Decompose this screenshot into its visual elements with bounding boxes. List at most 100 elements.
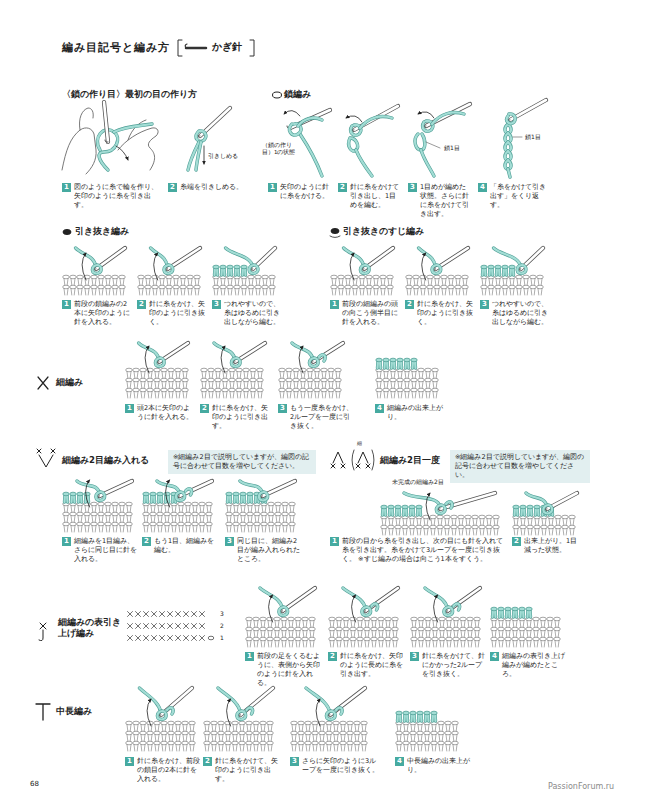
stitch-head	[175, 368, 182, 372]
stitch-leg	[334, 725, 338, 732]
stitch-leg	[428, 279, 432, 286]
stitch-head	[185, 512, 192, 516]
yarn-line	[372, 604, 378, 610]
stitch-leg	[513, 641, 517, 648]
yarn-outline	[517, 265, 526, 273]
stitch-head	[319, 741, 326, 745]
stitch-head	[411, 388, 418, 392]
step-text: 前段の足をくるむように、表側から矢印のように針を入れる。	[257, 652, 323, 688]
step-box: 4細編みの出来上がり。	[375, 404, 445, 422]
yarn-line	[300, 134, 322, 176]
stitch-head	[329, 627, 336, 631]
yarn-outline	[196, 131, 206, 141]
stitch-leg	[388, 279, 392, 286]
stitch-head	[343, 637, 350, 641]
step-number: 1	[245, 652, 254, 661]
yarn-outline	[360, 116, 392, 128]
step-text: 細編みを1目編み、さらに同じ目に針を入れる。	[74, 537, 137, 564]
new-stitch-head	[410, 711, 416, 715]
stitch-leg	[290, 516, 294, 523]
yarn-line	[436, 505, 445, 513]
stitch-leg	[176, 372, 180, 379]
stitch-head	[392, 627, 399, 631]
stitch-leg	[315, 372, 319, 379]
stitch-leg	[71, 526, 75, 533]
yarn-line	[214, 343, 235, 360]
step-box: 4「糸をかけて引き出す」をくり返す。	[478, 183, 548, 210]
stitch-leg	[190, 725, 194, 732]
stitch-head	[392, 617, 399, 621]
stitch-leg	[155, 735, 159, 742]
stitch-leg	[332, 279, 336, 286]
stitch-head	[288, 637, 295, 641]
stitch-leg	[262, 506, 266, 513]
yarn-line	[176, 492, 185, 500]
stitch-head	[236, 388, 243, 392]
stitch-head	[204, 731, 211, 735]
stitch-head	[291, 721, 298, 725]
stitch-leg	[127, 506, 131, 513]
stitch-leg	[244, 372, 248, 379]
stitch-leg	[141, 735, 145, 742]
stitch-head	[403, 731, 410, 735]
stitch-head	[206, 502, 213, 506]
stitch-leg	[337, 631, 341, 638]
stitch-leg	[329, 382, 333, 389]
new-stitch-head	[164, 492, 170, 496]
stitch-head	[498, 637, 505, 641]
stitch-head	[98, 522, 105, 526]
stitch-leg	[431, 529, 435, 536]
stitch-head	[438, 741, 445, 745]
stitch-head	[253, 617, 260, 621]
stitch-leg	[167, 289, 171, 296]
step-number: 1	[125, 757, 134, 766]
step-box: 1前段の細編みの頭の向こう側半目に針を入れる。	[330, 300, 400, 327]
row-number: 3	[220, 610, 224, 618]
stitch-leg	[235, 289, 239, 296]
hook-shaft	[426, 104, 470, 126]
stitch-head	[133, 731, 140, 735]
stitch-leg	[339, 289, 343, 296]
stitch-head	[208, 388, 215, 392]
stitch-leg	[301, 382, 305, 389]
stitch-head	[222, 388, 229, 392]
stitch-head	[253, 741, 260, 745]
stitch-head	[178, 512, 185, 516]
note-box: ※細編み2目で説明していますが、編図の記号に合わせて目数を増やしてください。	[168, 450, 316, 474]
step-text: 針に糸をかけ、矢印のように引き抜く。	[149, 300, 207, 327]
stitch-leg	[346, 289, 350, 296]
stitch-leg	[176, 725, 180, 732]
stitch-leg	[499, 621, 503, 628]
new-stitch-head	[491, 607, 497, 611]
stitch-head	[397, 388, 404, 392]
stitch-head	[84, 285, 91, 289]
stitch-leg	[388, 289, 392, 296]
stitch-leg	[153, 279, 157, 286]
stitch-leg	[233, 735, 237, 742]
stitch-head	[445, 721, 452, 725]
new-stitch-head	[233, 492, 239, 496]
arrow-line	[145, 346, 149, 373]
stitch-leg	[548, 621, 552, 628]
stitch-head	[105, 512, 112, 516]
stitch-head	[260, 741, 267, 745]
step-box: 4細編みの表引き上げ編みが編めたところ。	[490, 652, 565, 679]
stitch-head	[279, 378, 286, 382]
stitch-leg	[106, 289, 110, 296]
yarn-outline	[421, 150, 434, 176]
yarn-outline	[151, 248, 168, 267]
stitch-head	[328, 368, 335, 372]
stitch-leg	[433, 382, 437, 389]
stitch-head	[138, 275, 145, 279]
stitch-leg	[520, 621, 524, 628]
step-box: 3つれやすいので、糸はゆるめに引き出しながら編む。	[212, 300, 284, 327]
stitch-leg	[468, 641, 472, 648]
stitch-head	[232, 721, 239, 725]
stitch-leg	[482, 289, 486, 296]
stitch-head	[112, 512, 119, 516]
stitch-head	[378, 627, 385, 631]
stitch-leg	[275, 631, 279, 638]
stitch-head	[437, 525, 444, 529]
stitch-leg	[412, 382, 416, 389]
yarn-outline	[186, 489, 192, 495]
